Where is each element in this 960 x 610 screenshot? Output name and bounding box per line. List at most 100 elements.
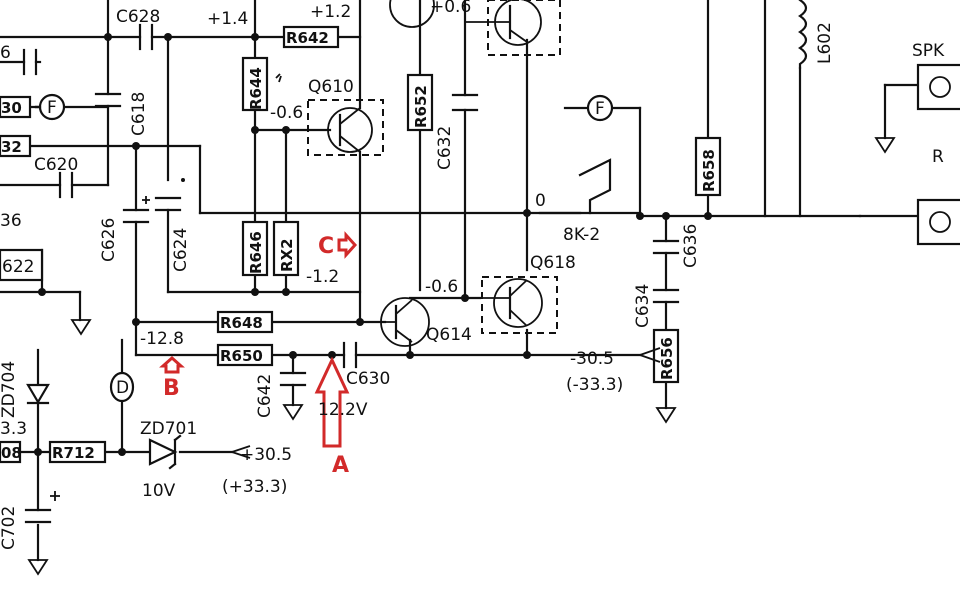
label-c620: C620 xyxy=(34,155,78,175)
label-v-m333: (-33.3) xyxy=(566,375,623,395)
ground-icon xyxy=(27,559,49,576)
label-l602: L602 xyxy=(815,22,835,64)
spk-terminal-top xyxy=(916,63,960,111)
zener-diode-icon xyxy=(26,383,50,405)
test-point-d xyxy=(109,371,135,403)
jack-8k2-icon xyxy=(578,158,612,215)
label-zd704: ZD704 xyxy=(0,361,19,418)
top-left-transistor-symbol xyxy=(389,0,435,28)
label-10v: 10V xyxy=(142,481,176,501)
labels: C628 +1.4 +1.2 +0.6 R642 R644 -0.6 Q610 … xyxy=(0,0,945,550)
q614-symbol xyxy=(380,297,430,347)
label-c618: C618 xyxy=(129,92,149,136)
r648-body xyxy=(216,310,274,334)
label-c630: C630 xyxy=(346,369,390,389)
capacitors xyxy=(22,23,680,524)
label-q614: Q614 xyxy=(426,325,472,345)
r658-body xyxy=(694,136,722,197)
arrow-left-icon xyxy=(639,347,661,363)
label-c626: C626 xyxy=(99,218,119,262)
r622-body xyxy=(0,248,44,282)
label-c634: C634 xyxy=(633,284,653,328)
r656-body xyxy=(652,328,680,384)
label-622: 622 xyxy=(2,257,34,277)
ground-icon xyxy=(655,407,677,424)
label-v-p305: +30.5 xyxy=(240,445,292,465)
label-v-m06-q614: -0.6 xyxy=(425,277,458,297)
label-r652: R652 xyxy=(412,85,430,128)
label-v-p06: +0.6 xyxy=(430,0,471,17)
label-32: 32 xyxy=(1,138,22,156)
arrow-right-icon xyxy=(337,231,358,259)
label-33: 3.3 xyxy=(0,419,27,439)
label-v-p333: (+33.3) xyxy=(222,477,287,497)
label-spk: SPK xyxy=(912,41,945,61)
annotation-a: A xyxy=(332,453,349,478)
rx2-body xyxy=(272,220,300,277)
r650-body xyxy=(216,343,274,367)
label-v-0: 0 xyxy=(535,191,546,211)
label-v-p14: +1.4 xyxy=(207,9,248,29)
label-v-p12: +1.2 xyxy=(310,2,351,22)
label-r644: R644 xyxy=(247,67,265,110)
label-v-122: 12.2V xyxy=(318,400,368,420)
label-r: R xyxy=(932,147,944,167)
q610-symbol xyxy=(327,107,373,153)
inductor-l602-icon xyxy=(798,0,808,70)
misc-symbols xyxy=(26,0,960,576)
ground-icon xyxy=(874,137,896,154)
r652-body xyxy=(406,73,434,132)
ground-icon xyxy=(282,404,304,421)
r712-body xyxy=(48,440,107,464)
resistors xyxy=(0,25,722,464)
marker-d: D xyxy=(116,378,129,398)
label-c702: C702 xyxy=(0,506,19,550)
label-v-m128: -12.8 xyxy=(140,329,184,349)
label-r712: R712 xyxy=(52,444,95,462)
zener-diode-icon xyxy=(148,438,178,466)
annotation-c: C xyxy=(318,234,334,259)
label-c624: C624 xyxy=(171,228,191,272)
r646-body xyxy=(241,220,269,277)
r708-body xyxy=(0,440,22,464)
q610-dashed-box xyxy=(307,99,384,156)
annotation-b: B xyxy=(163,376,180,401)
marker-f-right: F xyxy=(595,99,605,119)
wires xyxy=(0,0,920,562)
marker-f-left: F xyxy=(47,98,57,118)
label-r642: R642 xyxy=(286,29,329,47)
q618-dashed-box xyxy=(481,276,558,334)
label-r648: R648 xyxy=(220,314,263,332)
left-r30-body xyxy=(0,95,32,119)
left-r32-body xyxy=(0,134,32,158)
label-c642: C642 xyxy=(255,374,275,418)
label-8k2: 8K-2 xyxy=(563,225,600,245)
junction-dots xyxy=(34,33,712,456)
label-q618: Q618 xyxy=(530,253,576,273)
label-6: 6 xyxy=(0,43,11,63)
annotations xyxy=(159,231,358,448)
label-c628: C628 xyxy=(116,7,160,27)
label-v-m12: -1.2 xyxy=(306,267,339,287)
arrow-up-icon xyxy=(314,356,350,448)
label-c636: C636 xyxy=(681,224,701,268)
spk-terminal-bottom xyxy=(916,198,960,246)
r642-body xyxy=(282,25,340,49)
arrow-left-icon xyxy=(231,445,251,459)
label-r656: R656 xyxy=(658,337,676,380)
r644-body xyxy=(241,56,269,112)
label-08: 08 xyxy=(1,444,22,462)
test-point-f-right xyxy=(586,94,614,122)
label-rx2: RX2 xyxy=(278,238,296,272)
top-right-dashed-box xyxy=(487,0,561,56)
ground-icon xyxy=(70,319,92,336)
label-r658: R658 xyxy=(700,149,718,192)
label-q610: Q610 xyxy=(308,77,354,97)
transistors xyxy=(307,0,561,347)
label-30: 30 xyxy=(1,99,22,117)
label-zd701: ZD701 xyxy=(140,419,197,439)
label-c632: C632 xyxy=(435,126,455,170)
label-r650: R650 xyxy=(220,347,263,365)
arrow-up-icon xyxy=(159,355,185,374)
